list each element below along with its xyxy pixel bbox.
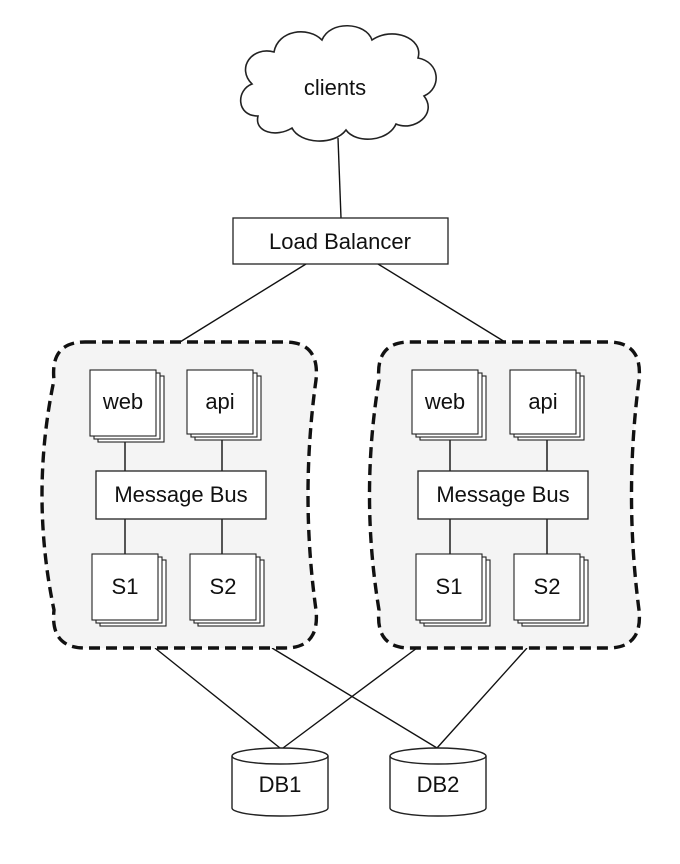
load-balancer-box — [232, 217, 449, 265]
cluster-1-api-stack-front — [186, 369, 254, 435]
cluster-1-to-db1-line — [154, 647, 281, 749]
db1-cylinder-rim — [231, 755, 329, 765]
load-balancer-label: Load Balancer — [269, 229, 411, 254]
cluster-1-api-stack[interactable]: api — [186, 369, 262, 441]
cluster-1-web-stack[interactable]: web — [89, 369, 165, 443]
cluster-1-s1-label: S1 — [112, 574, 139, 599]
db2-cylinder-rim — [389, 755, 487, 765]
cluster-1-message-bus-box — [95, 470, 267, 520]
connectors — [154, 137, 528, 749]
db2-node[interactable]: DB2 — [389, 747, 487, 817]
db1-node[interactable]: DB1 — [231, 747, 329, 817]
cluster-2-api-label: api — [528, 389, 557, 414]
cluster-2-message-bus[interactable]: Message Bus — [417, 470, 589, 520]
clients-to-lb-line — [337, 137, 342, 219]
cluster-2-to-db2-line — [436, 647, 528, 749]
cluster-2-web-stack[interactable]: web — [411, 369, 487, 441]
cluster-1-web-stack-front — [89, 369, 157, 437]
cluster-2-internal-links — [449, 440, 548, 554]
cluster-1-to-db2-line — [271, 647, 438, 749]
cluster-1-internal-links — [124, 440, 223, 554]
cluster-1-message-bus-label: Message Bus — [114, 482, 247, 507]
lb-to-cluster-2-line — [377, 263, 506, 343]
cluster-1-s2-stack[interactable]: S2 — [189, 553, 265, 627]
cluster-2-web-label: web — [424, 389, 465, 414]
cluster-2-s1-stack-front — [415, 553, 483, 621]
cluster-1: web api Message Bus S1 S2 — [40, 340, 319, 650]
db1-label: DB1 — [259, 772, 302, 797]
cluster-2-web-stack-front — [411, 369, 479, 435]
db2-label: DB2 — [417, 772, 460, 797]
cluster-2-api-stack[interactable]: api — [509, 369, 585, 441]
cluster-1-s1-stack-front — [91, 553, 159, 621]
cluster-1-s2-stack-front — [189, 553, 257, 621]
cluster-2-s2-label: S2 — [534, 574, 561, 599]
cloud-icon — [239, 25, 437, 142]
cluster-1-s1-stack[interactable]: S1 — [91, 553, 167, 627]
load-balancer-node[interactable]: Load Balancer — [232, 217, 449, 265]
cluster-2-to-db1-line — [282, 647, 418, 749]
cluster-2: web api Message Bus S1 S2 — [367, 340, 642, 650]
cluster-2-s1-label: S1 — [436, 574, 463, 599]
cluster-2-message-bus-label: Message Bus — [436, 482, 569, 507]
cluster-1-web-label: web — [102, 389, 143, 414]
lb-to-cluster-1-line — [179, 263, 307, 343]
cluster-1-api-label: api — [205, 389, 234, 414]
cluster-1-message-bus[interactable]: Message Bus — [95, 470, 267, 520]
cluster-2-s2-stack[interactable]: S2 — [513, 553, 589, 627]
cluster-2-api-stack-front — [509, 369, 577, 435]
db2-cylinder-icon — [389, 747, 487, 817]
cluster-1-s2-label: S2 — [210, 574, 237, 599]
cluster-2-s1-stack[interactable]: S1 — [415, 553, 491, 627]
cluster-2-message-bus-box — [417, 470, 589, 520]
clients-label: clients — [304, 75, 366, 100]
db1-cylinder-icon — [231, 747, 329, 817]
cluster-2-s2-stack-front — [513, 553, 581, 621]
clients-node[interactable]: clients — [239, 25, 437, 142]
